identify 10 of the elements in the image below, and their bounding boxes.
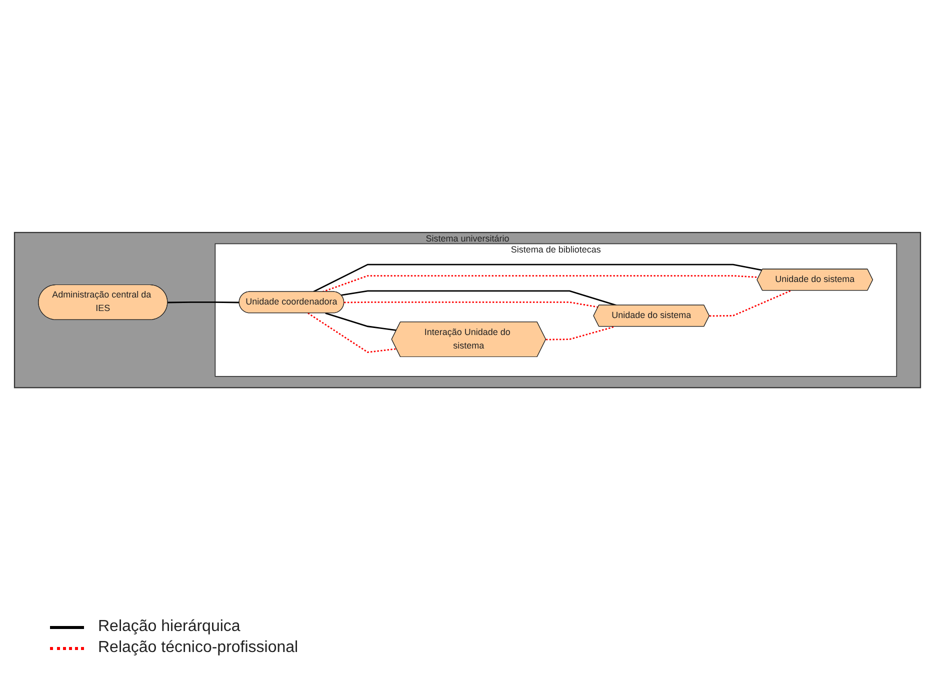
connector bbox=[709, 290, 792, 317]
connector bbox=[546, 326, 615, 340]
connector bbox=[313, 264, 762, 292]
connector bbox=[168, 301, 240, 304]
legend-text: Relação técnico-profissional bbox=[98, 639, 298, 657]
connector bbox=[308, 312, 397, 353]
connector bbox=[344, 301, 598, 308]
connector bbox=[341, 290, 617, 306]
legend-text: Relação hierárquica bbox=[98, 618, 240, 636]
connector bbox=[325, 312, 397, 331]
